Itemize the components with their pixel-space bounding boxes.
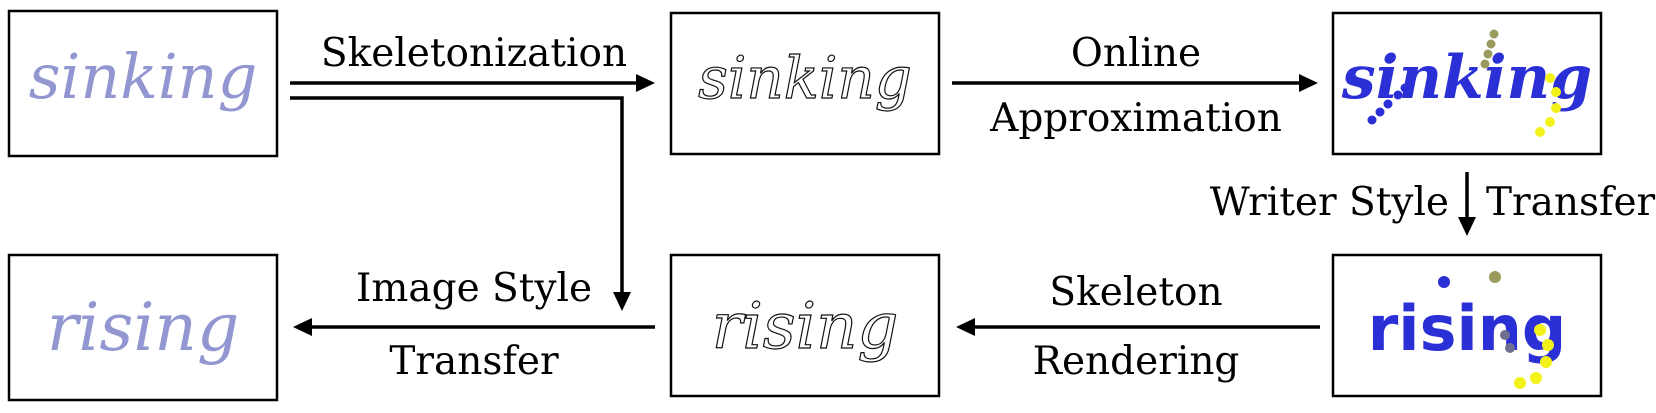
rising-stroke-dots (1438, 271, 1554, 389)
arrow-writer-style-transfer (1458, 172, 1476, 236)
arrow-skeleton-rendering (956, 318, 1320, 336)
box-skeleton-sinking: sinking (669, 11, 941, 156)
box-online-sinking: sinking (1331, 11, 1603, 156)
online-stroke-dots (1367, 29, 1561, 137)
label-skeleton: Skeleton (1049, 270, 1222, 315)
label-image-transfer: Transfer (389, 339, 559, 384)
online-word-rising: rising (1368, 292, 1567, 365)
arrow-style-reference (290, 96, 631, 311)
box-output-image: rising (7, 253, 279, 402)
arrow-image-style-transfer (293, 318, 655, 336)
arrow-skeletonization (290, 74, 655, 92)
label-skeletonization: Skeletonization (321, 31, 627, 76)
input-word-sinking: sinking (29, 40, 258, 113)
box-input-image: sinking (7, 9, 279, 158)
box-skeleton-rising: rising (669, 253, 941, 398)
label-online: Online (1071, 31, 1201, 76)
label-rendering: Rendering (1033, 339, 1240, 384)
output-word-rising: rising (47, 289, 239, 366)
label-image-style: Image Style (356, 266, 592, 311)
box-online-rising: rising (1331, 253, 1603, 398)
arrow-online-approximation (952, 74, 1318, 92)
skeleton-word-sinking: sinking (698, 44, 912, 112)
skeleton-word-rising: rising (712, 290, 899, 364)
label-writer-style: Writer Style (1210, 180, 1449, 225)
label-writer-transfer: Transfer (1486, 180, 1656, 225)
label-approximation: Approximation (989, 96, 1282, 141)
